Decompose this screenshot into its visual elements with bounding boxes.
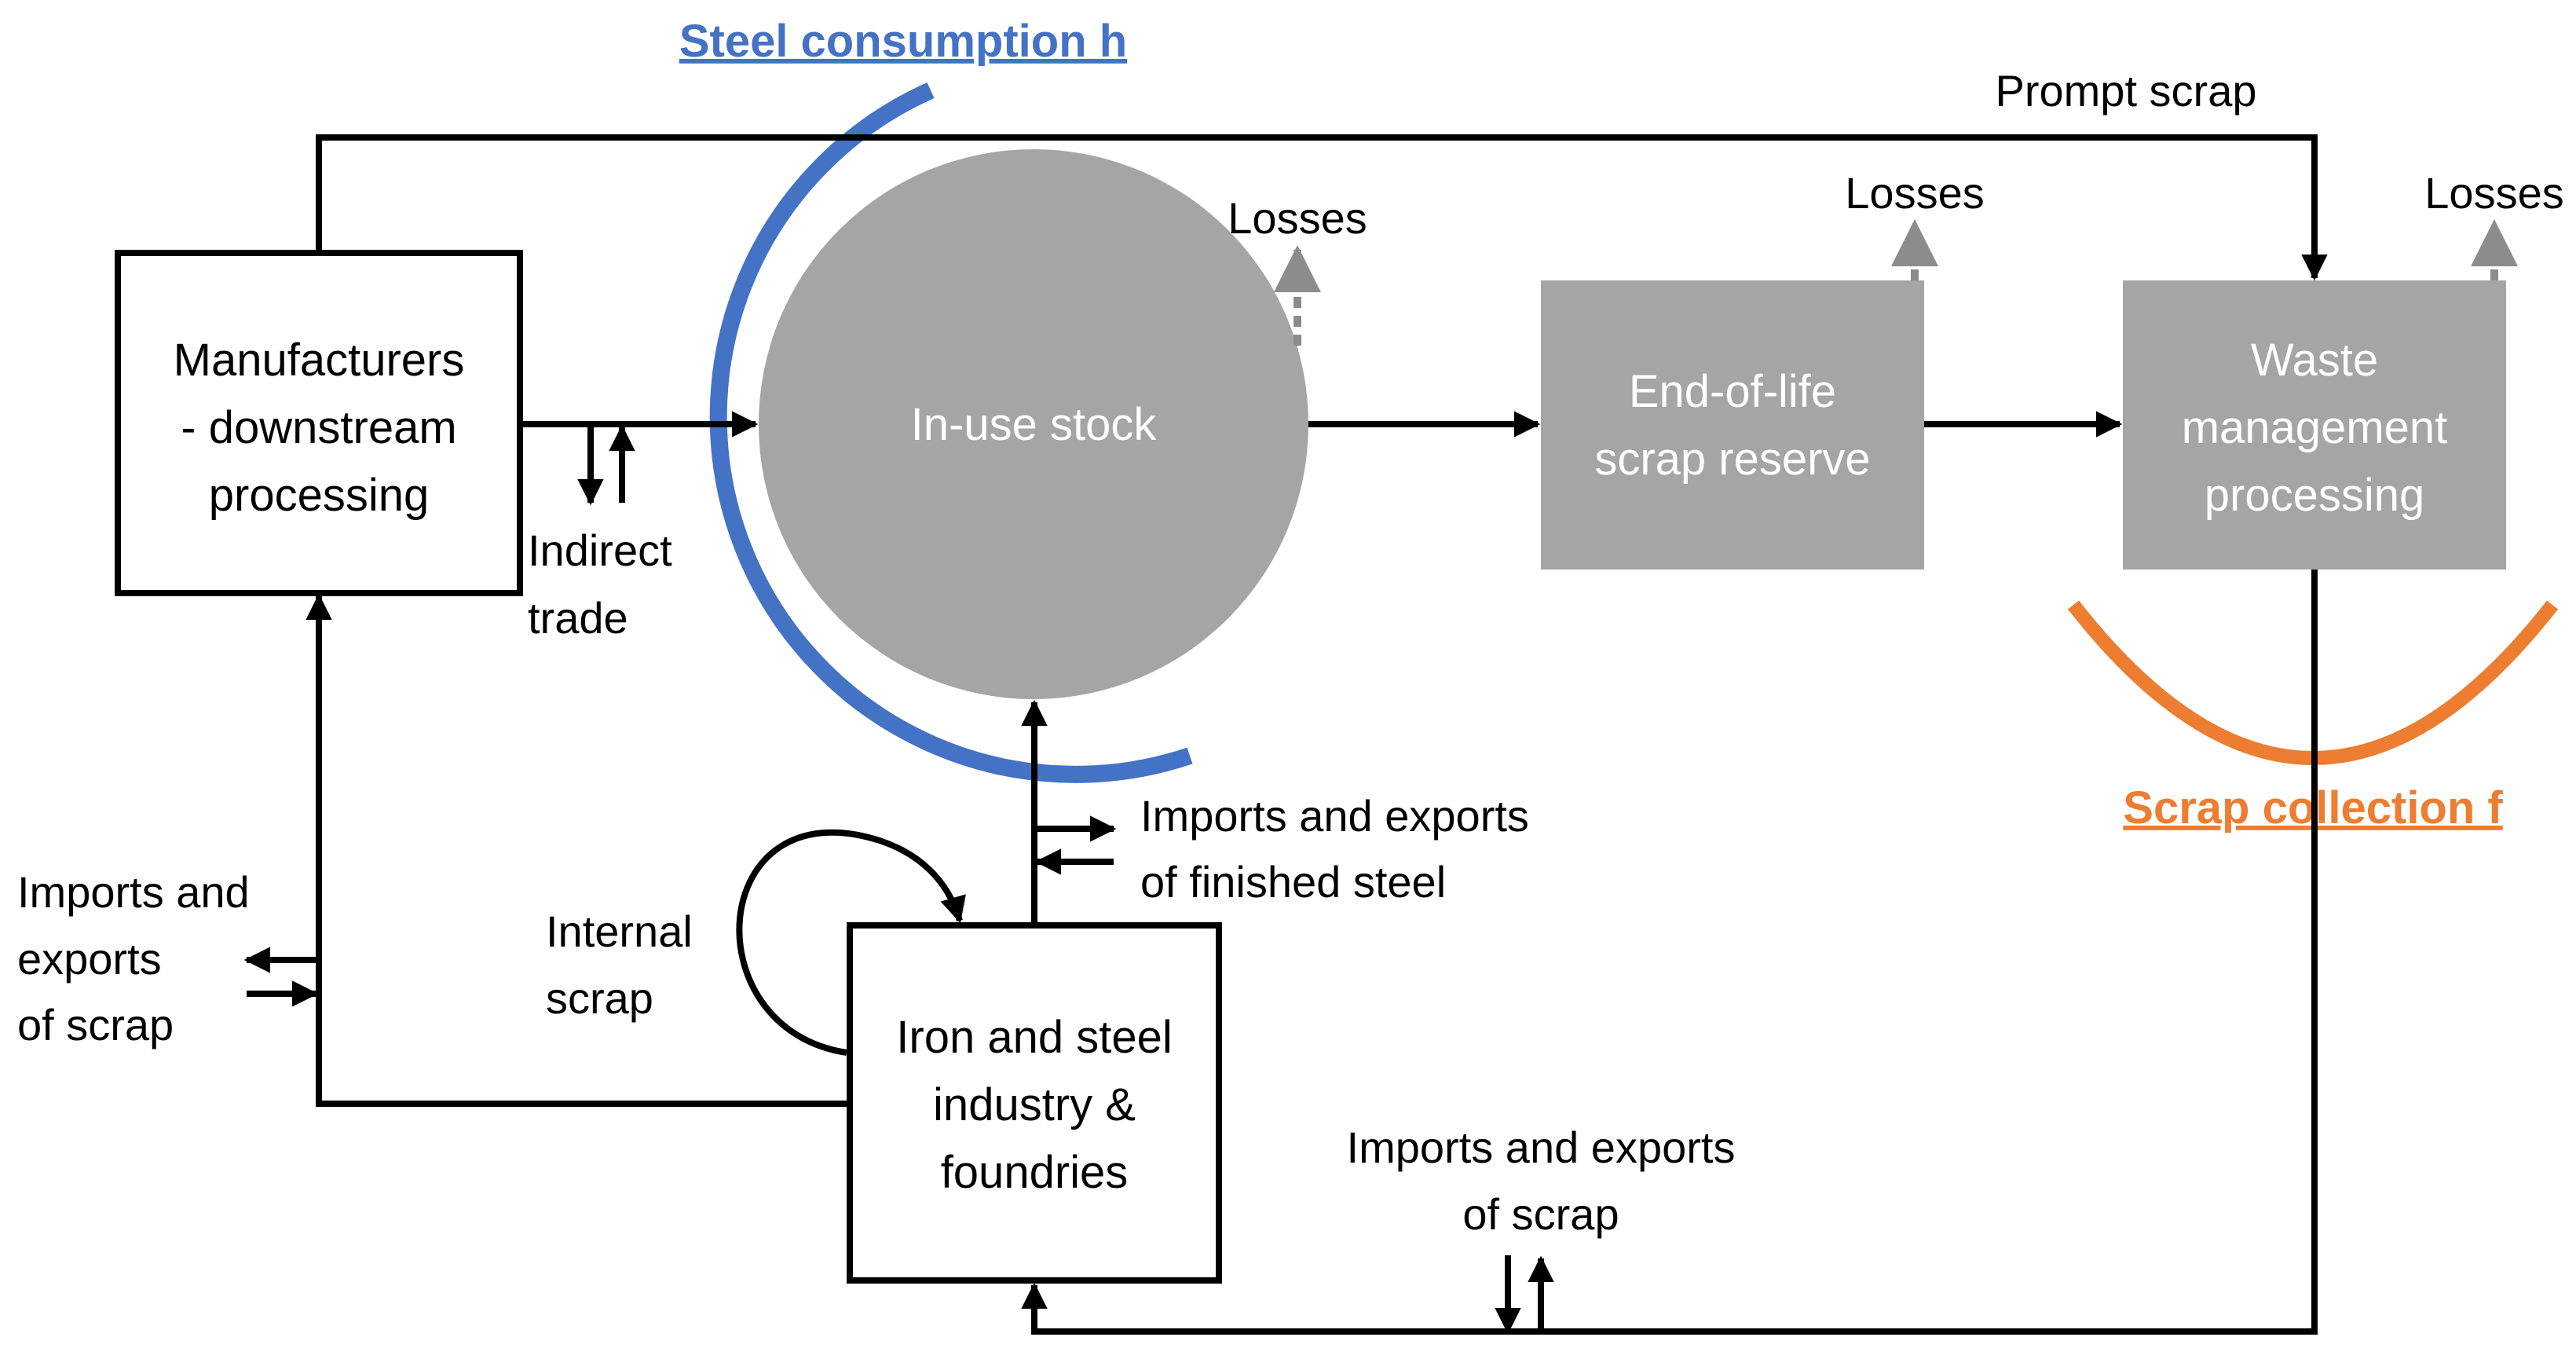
eol-reserve-line-2: scrap reserve xyxy=(1594,434,1870,485)
manufacturers-node: Manufacturers - downstream processing xyxy=(115,250,523,596)
iron-steel-to-manufacturers-flow xyxy=(306,593,850,1107)
steel-consumption-arc xyxy=(709,82,1193,783)
indirect-trade-line-1: Indirect xyxy=(528,526,672,575)
eol-reserve-line-1: End-of-life xyxy=(1629,366,1836,417)
prompt-scrap-label: Prompt scrap xyxy=(1996,66,2257,115)
waste-losses-label: Losses xyxy=(2424,168,2563,218)
manufacturers-line-1: Manufacturers xyxy=(174,335,465,386)
in-use-stock-node: In-use stock xyxy=(759,149,1308,699)
internal-scrap-loop xyxy=(736,829,966,1056)
scrap-trade-left-line-2: exports xyxy=(17,934,162,984)
in-use-stock-label: In-use stock xyxy=(911,399,1158,450)
finished-steel-trade-arrows xyxy=(1034,815,1117,875)
iron-steel-industry-node: Iron and steel industry & foundries xyxy=(847,922,1222,1284)
scrap-trade-left-line-1: Imports and xyxy=(17,867,250,917)
waste-management-line-2: management xyxy=(2182,402,2448,453)
manufacturers-line-3: processing xyxy=(209,470,429,521)
stock-losses-label: Losses xyxy=(1228,193,1367,243)
internal-scrap-line-2: scrap xyxy=(546,973,653,1023)
scrap-trade-left-arrows xyxy=(243,947,319,1007)
scrap-trade-left-line-3: of scrap xyxy=(17,1000,174,1049)
waste-management-node: Waste management processing xyxy=(2123,280,2506,570)
scrap-trade-bottom-line-1: Imports and exports xyxy=(1347,1123,1736,1172)
internal-scrap-line-1: Internal xyxy=(546,907,693,956)
iron-steel-line-3: foundries xyxy=(941,1147,1129,1198)
prompt-scrap-flow xyxy=(316,134,2328,281)
waste-to-iron-steel-flow xyxy=(1021,570,2318,1335)
indirect-trade-arrows xyxy=(577,424,635,506)
finished-steel-trade-line-1: Imports and exports xyxy=(1140,791,1529,841)
scrap-trade-bottom-arrows xyxy=(1495,1255,1554,1335)
waste-management-line-3: processing xyxy=(2205,470,2424,521)
eol-losses-label: Losses xyxy=(1845,168,1984,218)
waste-management-line-1: Waste xyxy=(2251,335,2378,386)
iron-steel-line-1: Iron and steel xyxy=(896,1012,1172,1063)
iron-steel-line-2: industry & xyxy=(933,1079,1136,1130)
steel-consumption-title: Steel consumption h xyxy=(679,16,1127,67)
manufacturers-line-2: - downstream xyxy=(181,402,456,453)
indirect-trade-line-2: trade xyxy=(528,593,628,643)
finished-steel-trade-line-2: of finished steel xyxy=(1140,857,1446,907)
eol-scrap-reserve-node: End-of-life scrap reserve xyxy=(1541,280,1924,570)
scrap-trade-bottom-line-2: of scrap xyxy=(1462,1189,1619,1239)
